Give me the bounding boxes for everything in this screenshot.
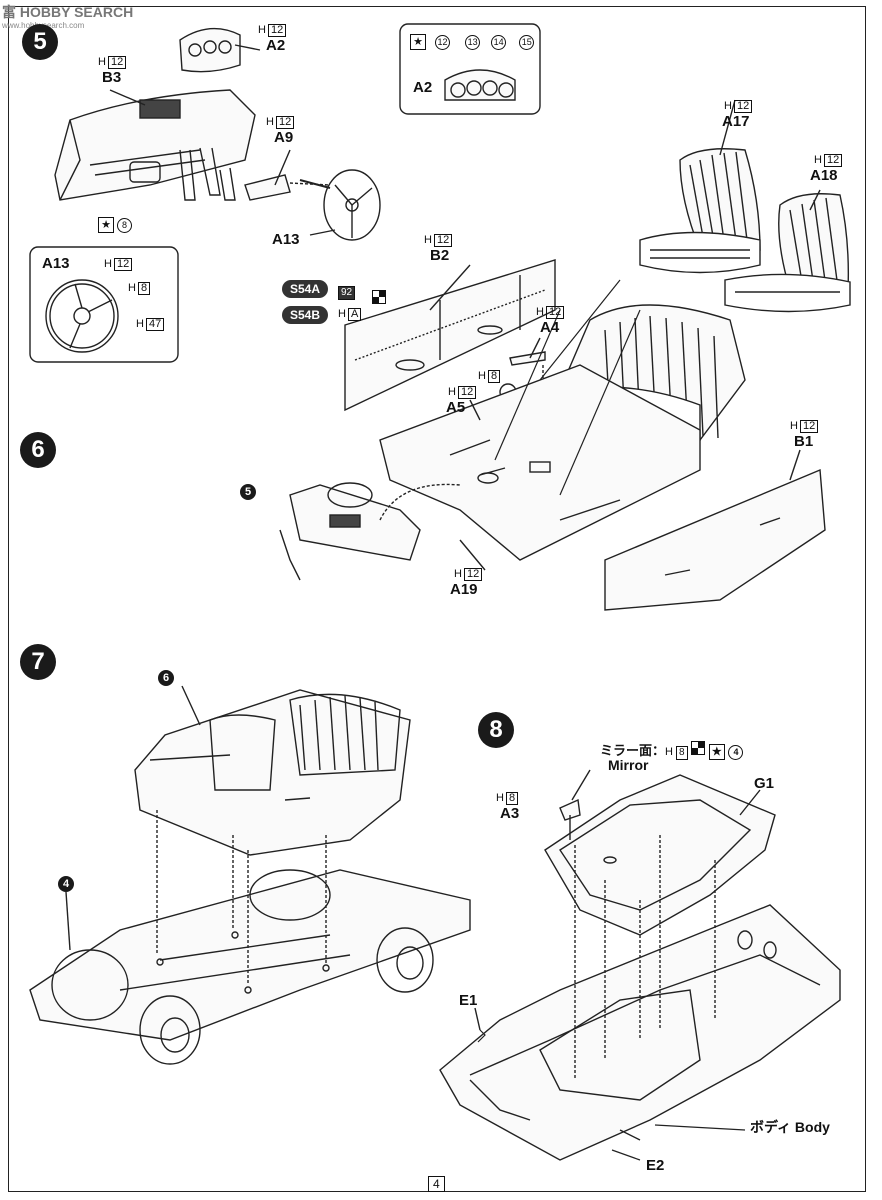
part-label-a19: A19 <box>450 581 478 598</box>
watermark-text: HOBBY SEARCH <box>19 4 134 20</box>
part-label-b2: B2 <box>430 247 450 264</box>
part-label-b3: B3 <box>102 69 122 86</box>
a13-detail-drawing <box>45 279 119 353</box>
star-paint-callout: ★ 8 <box>98 217 133 233</box>
steering-column-drawing <box>244 169 381 241</box>
s54a-paint-callout: 92 <box>338 282 356 300</box>
part-label-a13: A13 <box>272 231 300 248</box>
part-label-a5: A5 <box>446 399 466 416</box>
checker-icon <box>372 290 386 309</box>
star-icon: ★ <box>410 34 426 50</box>
step-7-badge: 7 <box>20 644 56 680</box>
a2-detail-drawing <box>444 69 516 101</box>
step-6-badge: 6 <box>20 432 56 468</box>
door-panel-b2-drawing <box>344 259 556 412</box>
ref-step-6: 6 <box>158 670 174 686</box>
a13-box-label: A13 <box>42 255 70 272</box>
part-label-a18: A18 <box>810 167 838 184</box>
checker-icon <box>691 741 706 755</box>
ref-step-4: 4 <box>58 876 74 892</box>
part-label-a2: A2 <box>266 37 286 54</box>
star-icon: ★ <box>708 744 725 760</box>
watermark: 富 HOBBY SEARCH <box>2 2 133 22</box>
chassis-drawing <box>29 869 471 1065</box>
floor-tub-a19-drawing <box>379 364 701 561</box>
page-number: 4 <box>428 1176 445 1192</box>
mirror-label: Mirror <box>608 757 649 773</box>
body-label: ボディ Body <box>750 1119 830 1135</box>
interior-assembly-drawing <box>134 689 411 856</box>
watermark-logo: 富 <box>2 4 16 20</box>
side-panel-b1-drawing <box>604 468 826 611</box>
part-label-g1: G1 <box>754 775 775 792</box>
part-label-e2: E2 <box>646 1157 665 1174</box>
part-label-e1: E1 <box>459 992 478 1009</box>
step-5-badge: 5 <box>22 24 58 60</box>
mirror-a3-drawing <box>559 769 591 840</box>
part-label-a9: A9 <box>274 129 294 146</box>
part-label-a3: A3 <box>500 805 520 822</box>
gauge-cluster-drawing <box>179 27 241 73</box>
a2-box-label: A2 <box>413 79 433 96</box>
part-label-a4: A4 <box>540 319 560 336</box>
mirror-callout: ミラー面：H 8 ★ 4 <box>600 740 744 760</box>
ref-step-5: 5 <box>240 484 256 500</box>
dashboard-drawing <box>54 89 256 201</box>
part-label-b1: B1 <box>794 433 814 450</box>
variant-badge-s54b: S54B <box>282 306 329 324</box>
dashboard-subassembly-drawing <box>279 482 461 581</box>
star-icon: ★ <box>98 217 114 233</box>
step-8-badge: 8 <box>478 712 514 748</box>
a2-box-callouts: ★ 12 13 14 15 <box>410 34 535 50</box>
variant-badge-s54a: S54A <box>282 280 329 298</box>
front-seat-a18-drawing <box>724 193 851 313</box>
part-label-a17: A17 <box>722 113 750 130</box>
front-seat-a17-drawing <box>639 148 761 274</box>
